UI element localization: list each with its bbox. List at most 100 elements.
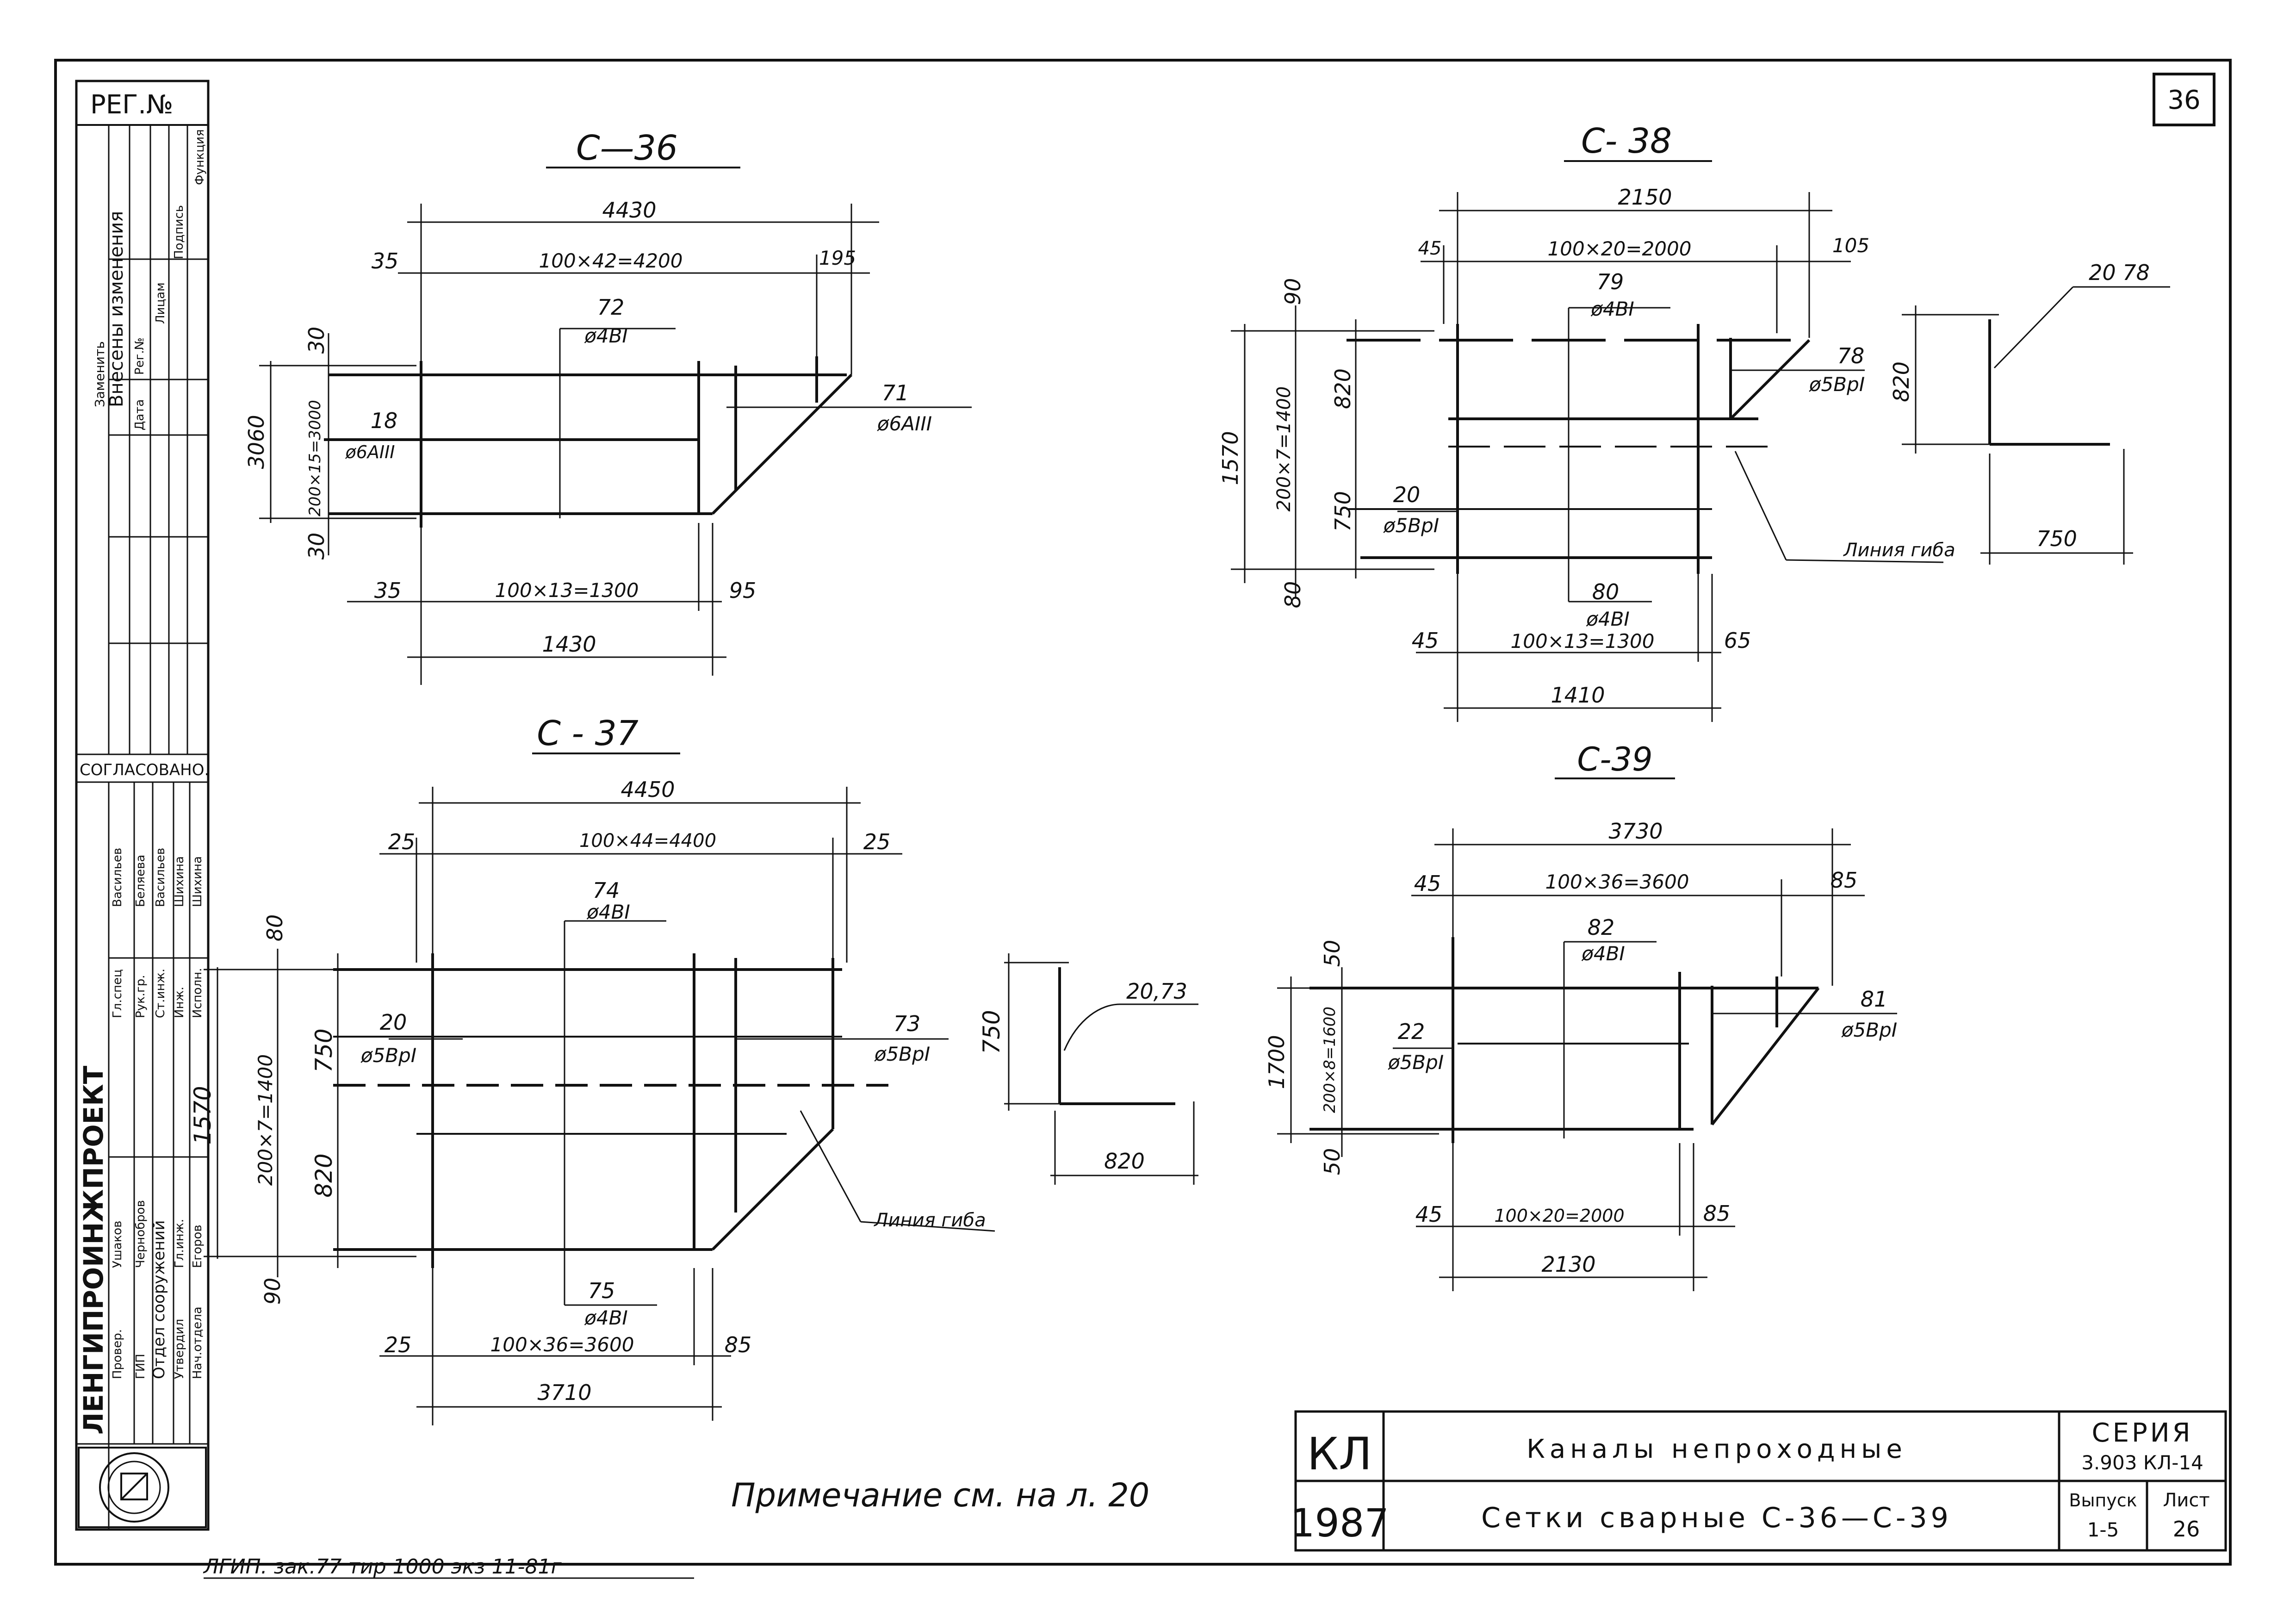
tb-list-label: Лист (2163, 1490, 2209, 1511)
sheet-number-box: 36 (2153, 73, 2215, 126)
chief-role: Нач.отдела (191, 1306, 205, 1379)
c38-top-left: 45 (1418, 238, 1442, 259)
c36-edge-top: 30 (304, 327, 329, 354)
c37-top-mid: 100×44=4400 (579, 830, 716, 852)
reg-label: РЕГ.№ (90, 90, 173, 120)
c36-edge-bot: 30 (304, 533, 329, 560)
org-logo-seal (78, 1447, 207, 1528)
tb-seria-label: СЕРИЯ (2091, 1418, 2193, 1448)
c37-pos-left-bar: ø5ВрI (360, 1044, 416, 1067)
c36-top-mid: 100×42=4200 (539, 249, 683, 272)
c38-height-total: 1570 (1218, 431, 1243, 485)
c38-detail-w: 750 (2036, 526, 2077, 551)
c38-seg-lower: 750 (1330, 491, 1355, 532)
person-name-1: Васильев (111, 848, 124, 907)
tb-code: КЛ (1307, 1428, 1372, 1480)
approve-name: Гл.инж. (173, 1219, 186, 1268)
gip-name: Чернобров (134, 1200, 148, 1268)
c37-height-mid: 200×7=1400 (254, 1054, 277, 1186)
c37-mesh-outline (333, 921, 888, 1305)
check-name: Ушаков (111, 1220, 124, 1268)
c37-pos-right-bar: ø5ВрI (874, 1043, 930, 1065)
tb-year: 1987 (1290, 1500, 1389, 1546)
c37-pos-top-bar: ø4ВI (586, 901, 630, 923)
c38-pos-right-bar: ø5ВрI (1809, 373, 1865, 396)
c37-bot-right: 85 (725, 1332, 752, 1357)
c37-seg-upper: 750 (310, 1028, 337, 1072)
c37-edge-top: 80 (262, 914, 287, 942)
person-name-3: Васильев (154, 848, 168, 907)
c37-seg-lower: 820 (310, 1153, 337, 1197)
c36-top-left: 35 (372, 249, 399, 274)
c38-bend-detail: 20 78 820 750 (1889, 260, 2170, 565)
c38-bottom-total: 1410 (1551, 683, 1605, 708)
c39-pos-left: 22 (1398, 1019, 1425, 1044)
c37-top-right: 25 (863, 829, 891, 854)
c38-pos-left-bar: ø5ВрI (1383, 514, 1439, 537)
c37-pos-top: 74 (593, 878, 620, 903)
org-name: ЛЕНГИПРОИНЖПРОЕКТ (78, 1065, 109, 1435)
c38-mesh-outline (1347, 308, 1811, 602)
c36-pos-top-bar: ø4ВI (584, 324, 628, 347)
c39-title: С-39 (1577, 740, 1652, 778)
approve-role: Утвердил (173, 1319, 186, 1379)
mesh-c38: С- 38 (1218, 121, 2170, 722)
tb-title1: Каналы непроходные (1527, 1434, 1907, 1464)
c38-bot-right: 65 (1724, 628, 1751, 653)
c38-top-right: 105 (1832, 234, 1869, 257)
c36-top-right: 195 (819, 247, 856, 269)
person-role-5: Исполн. (191, 968, 205, 1018)
c37-detail-pos: 20,73 (1126, 979, 1187, 1004)
tb-title2: Сетки сварные С-36—С-39 (1481, 1502, 1952, 1534)
c39-height-mid: 200×8=1600 (1321, 1007, 1339, 1113)
c39-height-total: 1700 (1264, 1035, 1289, 1089)
c37-detail-h: 750 (978, 1010, 1005, 1054)
c36-pos-left: 18 (371, 408, 398, 433)
c38-pos-right: 78 (1837, 343, 1865, 368)
col-sign1: Лицам (154, 282, 168, 324)
c38-bot-mid: 100×13=1300 (1511, 630, 1655, 653)
sheet-frame (54, 59, 2232, 1566)
c38-bot-left: 45 (1412, 628, 1439, 653)
c36-overall: 4430 (602, 198, 656, 223)
c36-pos-left-bar: ø6АIII (345, 442, 395, 462)
left-strip: РЕГ.№ Внесены изменения Заменить Дата Ре… (75, 80, 210, 1531)
c39-pos-right: 81 (1861, 987, 1888, 1012)
c38-top-mid: 100×20=2000 (1548, 237, 1692, 260)
c36-height-mid: 200×15=3000 (306, 400, 324, 516)
person-role-4: Инж. (173, 987, 186, 1018)
person-name-5: Шихина (191, 856, 205, 907)
c39-bottom-total: 2130 (1541, 1252, 1595, 1277)
c39-top-left: 45 (1414, 871, 1441, 896)
c37-title: С - 37 (537, 714, 639, 753)
c38-seg-upper: 820 (1330, 368, 1355, 409)
c37-pos-left: 20 (380, 1010, 407, 1035)
tb-vypusk-label: Выпуск (2069, 1490, 2137, 1511)
person-name-2: Беляева (134, 855, 148, 907)
c38-dimensions (1231, 192, 1944, 722)
person-role-1: Гл.спец (111, 969, 124, 1018)
c38-edge-bot: 80 (1280, 581, 1305, 609)
c39-bot-mid: 100×20=2000 (1494, 1206, 1624, 1226)
c37-bot-left: 25 (385, 1332, 412, 1357)
dept-name: Отдел сооружений (150, 1220, 168, 1379)
c38-pos-bot: 80 (1592, 579, 1620, 604)
c39-pos-top-bar: ø4ВI (1581, 942, 1625, 965)
c39-overall: 3730 (1608, 819, 1663, 844)
check-role: Провер. (111, 1329, 124, 1379)
c39-edge-top: 50 (1320, 940, 1345, 967)
print-footer: ЛГИП. зак.77 тир 1000 экз 11-81г (203, 1555, 562, 1579)
c39-dimensions (1277, 828, 1897, 1291)
c36-title: С—36 (576, 128, 678, 168)
person-role-3: Ст.инж. (154, 969, 168, 1018)
c36-pos-right-bar: ø6АIII (877, 412, 932, 435)
col-reg: Рег.№ (133, 337, 147, 375)
col-zamen: Заменить (92, 341, 107, 407)
c39-edge-bot: 50 (1320, 1148, 1345, 1175)
c38-bend-label: Линия гиба (1843, 540, 1955, 561)
c37-detail-w: 820 (1104, 1149, 1145, 1174)
c38-pos-bot-bar: ø4ВI (1586, 608, 1630, 630)
col-func: Функция (193, 129, 207, 185)
c37-pos-right: 73 (894, 1011, 921, 1036)
c39-pos-right-bar: ø5ВрI (1841, 1019, 1897, 1041)
